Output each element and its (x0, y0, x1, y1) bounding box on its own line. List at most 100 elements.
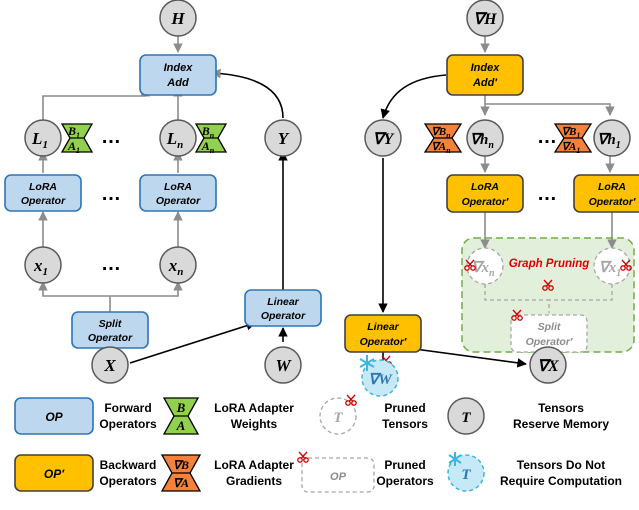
legend-tensors-reserve-label: Tensors (538, 401, 584, 415)
svg-text:B1: B1 (67, 124, 80, 140)
adapter-An: A (201, 139, 210, 153)
legend-adapter-gradients-label: LoRA Adapter (214, 458, 294, 472)
svg-text:∇hn: ∇hn (470, 132, 494, 151)
lora-backward-operator-n (446, 174, 524, 213)
tensor-Ln (159, 119, 197, 157)
svg-text:T: T (461, 467, 471, 483)
svg-text:x1: x1 (33, 256, 48, 278)
adapter-gradients-1: ∇B1 ∇A1 (553, 123, 593, 155)
tensor-grad-X-label: ∇X (537, 358, 559, 375)
svg-text:∇An: ∇An (431, 141, 451, 155)
lora-backward-operator-1 (573, 174, 639, 213)
index-add-backward-operator (446, 54, 524, 96)
svg-text:LoRA: LoRA (164, 181, 192, 193)
graph-pruning-title: Graph Pruning (509, 258, 590, 270)
svg-text:OP′: OP′ (44, 467, 65, 481)
svg-text:Ln: Ln (166, 129, 184, 151)
legend-no-computation-label: Tensors Do Not (517, 458, 605, 472)
backward-graph: Graph Pruning ∇H Index (344, 0, 639, 397)
ellipsis-inputs: … (101, 253, 121, 275)
asterisk-icon (359, 355, 375, 371)
svg-text:∇B1: ∇B1 (562, 126, 581, 140)
ellipsis-backward-lora: … (537, 183, 557, 205)
svg-text:OP: OP (45, 410, 63, 424)
svg-text:∇x1: ∇x1 (599, 260, 622, 279)
svg-text:L1: L1 (31, 129, 48, 151)
legend-forward-label: Forward (104, 401, 151, 415)
adapter-Bn: B (201, 124, 210, 138)
svg-text:LoRA: LoRA (471, 181, 499, 193)
legend-pruned-tensor-swatch (319, 397, 357, 435)
svg-text:Linear: Linear (367, 321, 399, 333)
svg-text:Operators: Operators (376, 474, 434, 488)
svg-text:Bn: Bn (201, 124, 215, 140)
adapter-weights-n: Bn An (194, 123, 228, 155)
legend-backward-op-swatch (14, 454, 94, 492)
asterisk-icon (448, 452, 462, 466)
tensor-grad-h1 (593, 119, 631, 157)
linear-operator (244, 289, 322, 327)
svg-text:Operator: Operator (156, 195, 201, 207)
tensor-grad-H-label: ∇H (473, 11, 497, 28)
legend-pruned-ops-label: Pruned (384, 458, 425, 472)
legend-adapter-weights-swatch: B A (162, 397, 200, 435)
svg-text:A1: A1 (67, 139, 80, 155)
svg-text:Gradients: Gradients (226, 474, 282, 488)
svg-text:A: A (176, 418, 186, 433)
tensor-xn-label: x (168, 256, 178, 275)
svg-text:Operator: Operator (88, 332, 133, 344)
svg-text:Split: Split (538, 321, 561, 333)
legend-forward-op-swatch (14, 397, 94, 435)
grad-B1: ∇B (562, 126, 577, 138)
tensor-X (91, 346, 129, 384)
tensor-grad-X (529, 346, 567, 384)
svg-text:∇Bn: ∇Bn (431, 126, 451, 140)
svg-text:∇xn: ∇xn (471, 260, 495, 279)
graph-pruning-region (461, 237, 635, 353)
grad-A1: ∇A (562, 141, 577, 153)
svg-text:∇h1: ∇h1 (597, 132, 620, 151)
lora-operator-1 (4, 174, 82, 212)
ellipsis-grad-adapters: … (537, 126, 557, 148)
tensor-x1-label: x (33, 256, 43, 275)
legend-adapter-gradients-swatch: ∇B ∇A (160, 454, 202, 492)
svg-text:Operator′: Operator′ (462, 196, 509, 208)
svg-text:Operator: Operator (261, 310, 306, 322)
svg-text:Operator′: Operator′ (589, 196, 636, 208)
svg-text:Operator′: Operator′ (360, 336, 407, 348)
svg-text:An: An (201, 139, 215, 155)
tensor-grad-H (466, 0, 504, 37)
svg-text:OP: OP (330, 471, 347, 483)
adapter-B1: B (67, 124, 76, 138)
legend-pruned-tensors-label: Pruned (384, 401, 425, 415)
tensor-H (159, 0, 197, 37)
svg-text:Tensors: Tensors (382, 417, 428, 431)
svg-text:Weights: Weights (231, 417, 278, 431)
tensor-x1 (24, 246, 62, 284)
adapter-A1: A (67, 139, 76, 153)
svg-text:∇B: ∇B (173, 458, 189, 472)
svg-text:Require Computation: Require Computation (500, 474, 622, 488)
svg-text:xn: xn (168, 256, 184, 278)
grad-Bn: ∇B (431, 126, 446, 138)
svg-text:T: T (461, 410, 471, 426)
tensor-Y-label: Y (278, 129, 290, 148)
tensor-xn (159, 246, 197, 284)
tensor-L1-label: L (31, 129, 42, 148)
linear-backward-operator (344, 314, 422, 353)
legend: OP Forward Operators B A LoRA Adapter We… (14, 394, 622, 493)
svg-text:Linear: Linear (267, 296, 299, 308)
svg-text:Add′: Add′ (472, 77, 498, 89)
tensor-grad-h1-label: ∇h (597, 132, 615, 148)
tensor-W (264, 346, 302, 384)
tensor-grad-hn-label: ∇h (470, 132, 488, 148)
tensor-X-label: X (103, 356, 116, 375)
index-add-line1: Index (164, 62, 194, 74)
svg-text:B: B (176, 400, 186, 415)
svg-text:∇A1: ∇A1 (562, 141, 581, 155)
index-add-line2: Add (166, 77, 189, 89)
grad-An: ∇A (431, 141, 446, 153)
tensor-Ln-label: L (166, 129, 177, 148)
tensor-grad-W-label: ∇W (368, 372, 393, 388)
svg-text:Operators: Operators (99, 474, 157, 488)
